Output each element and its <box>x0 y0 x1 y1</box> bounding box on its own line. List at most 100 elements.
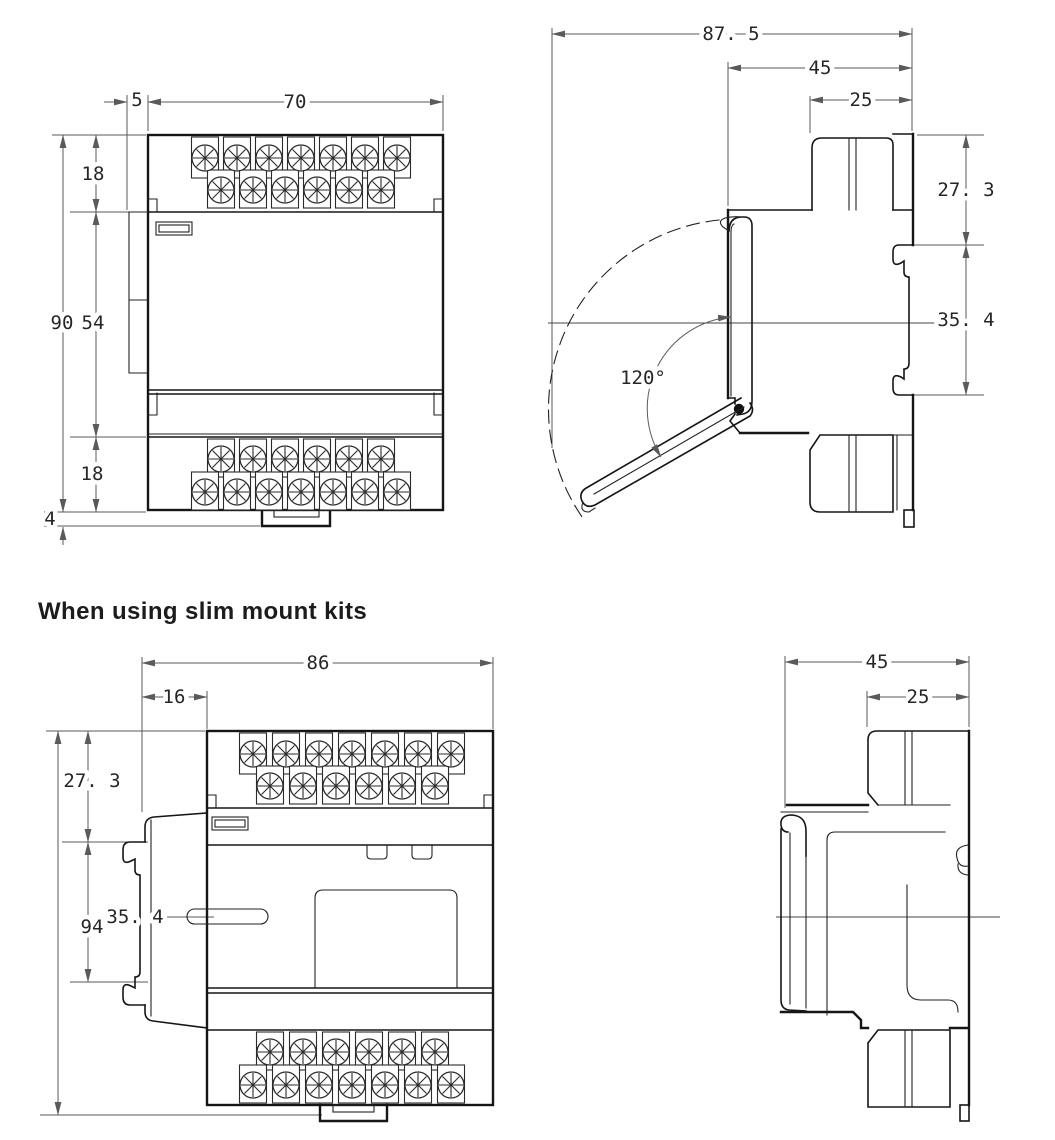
terminal-screw-icon <box>319 144 347 172</box>
terminal-section-lines <box>147 211 444 438</box>
dim-body-height-label: 90 <box>51 312 74 334</box>
terminal-screw-icon <box>335 176 363 204</box>
dim-overall-height-label: 94 <box>81 916 104 938</box>
terminal-screw-icon <box>367 445 395 473</box>
terminal-screw-icon <box>355 1038 383 1066</box>
terminal-screw-icon <box>256 1038 284 1066</box>
front-view-drawing: 5 70 18 90 54 18 4 <box>40 85 445 545</box>
dim-terminal-depth-label: 25 <box>850 89 873 111</box>
terminal-screw-icon <box>272 1071 300 1099</box>
dim-bottom-terminal-label: 18 <box>81 463 104 485</box>
dim-body-depth-label: 45 <box>809 57 832 79</box>
terminal-screw-icon <box>355 772 383 800</box>
terminal-screw-icon <box>371 740 399 768</box>
dim-rail-section-label: 35. 4 <box>106 906 163 928</box>
side-body-outline <box>779 729 971 1107</box>
terminal-screw-icon <box>305 740 333 768</box>
rear-foot <box>959 1104 970 1122</box>
terminal-screw-icon <box>239 740 267 768</box>
terminal-screw-icon <box>388 772 416 800</box>
terminal-screw-icon <box>371 1071 399 1099</box>
terminal-screw-icon <box>223 144 251 172</box>
dim-top-section-label: 27. 3 <box>63 770 120 792</box>
side-body-outline <box>726 132 915 512</box>
dim-top-terminal-label: 18 <box>82 163 105 185</box>
bottom-terminal-block-side <box>809 434 914 513</box>
terminal-screw-icon <box>335 445 363 473</box>
dim-overall-depth-label: 87. 5 <box>702 23 759 45</box>
label-window <box>211 816 249 831</box>
terminal-screw-icon <box>421 772 449 800</box>
terminal-screw-icon <box>271 445 299 473</box>
terminal-screw-icon <box>255 144 283 172</box>
dim-bracket-label: 16 <box>163 686 186 708</box>
dim-body-center-label: 54 <box>82 312 105 334</box>
din-rail-tab <box>318 1103 389 1123</box>
terminal-screw-icon <box>272 740 300 768</box>
din-release-lever <box>186 908 269 925</box>
dim-body-depth-label: 45 <box>866 651 889 673</box>
dim-rail-section-label: 35. 4 <box>937 309 994 331</box>
terminal-screw-icon <box>289 772 317 800</box>
terminal-screw-icon <box>271 176 299 204</box>
terminal-screw-icon <box>305 1071 333 1099</box>
din-rail-tab <box>260 508 332 528</box>
terminal-screw-icon <box>287 144 315 172</box>
terminal-screw-icon <box>239 445 267 473</box>
terminal-screw-icon <box>437 1071 465 1099</box>
terminal-screw-icon <box>207 445 235 473</box>
terminal-cover-open <box>580 396 754 513</box>
terminal-screw-icon <box>322 1038 350 1066</box>
dim-rail-tab-label: 4 <box>44 508 55 530</box>
terminal-screw-icon <box>239 1071 267 1099</box>
body-recess <box>314 889 458 989</box>
rear-foot <box>903 509 915 528</box>
terminal-screw-icon <box>421 1038 449 1066</box>
dim-terminal-depth-label: 25 <box>907 686 930 708</box>
dim-cover-angle-label: 120° <box>620 367 666 389</box>
section-heading: When using slim mount kits <box>38 598 368 625</box>
terminal-cover-closed <box>719 216 753 416</box>
terminal-screw-icon <box>207 176 235 204</box>
terminal-screw-icon <box>404 1071 432 1099</box>
terminal-screw-icon <box>319 478 347 506</box>
terminal-screw-icon <box>239 176 267 204</box>
angle-arc <box>646 314 732 458</box>
terminal-screw-icon <box>437 740 465 768</box>
slim-side-view-drawing: 45 25 <box>776 647 1000 1122</box>
top-terminal-block-side <box>867 730 969 807</box>
slim-mount-bracket-side <box>780 814 807 1012</box>
terminal-screw-icon <box>303 176 331 204</box>
terminal-screw-icon <box>289 1038 317 1066</box>
snap-hooks <box>366 844 433 860</box>
terminal-screw-icon <box>256 772 284 800</box>
cover-swing-arc <box>548 219 720 522</box>
dim-width-label: 70 <box>284 91 307 113</box>
slim-front-view-drawing: 86 16 27. 3 94 35. 4 <box>40 648 495 1123</box>
terminal-strip <box>190 136 412 209</box>
label-window <box>155 221 193 236</box>
terminal-screw-icon <box>255 478 283 506</box>
dim-overall-width-label: 86 <box>307 652 330 674</box>
terminal-screw-icon <box>223 478 251 506</box>
terminal-screw-icon <box>287 478 315 506</box>
terminal-screw-icon <box>303 445 331 473</box>
dim-side-tab-label: 5 <box>131 89 142 111</box>
terminal-screw-icon <box>383 478 411 506</box>
terminal-screw-icon <box>351 144 379 172</box>
side-tab <box>128 211 149 374</box>
terminal-strip <box>190 438 412 511</box>
dim-top-section-label: 27. 3 <box>937 179 994 201</box>
bottom-terminal-block-side <box>866 1029 951 1108</box>
terminal-screw-icon <box>383 144 411 172</box>
terminal-screw-icon <box>191 144 219 172</box>
terminal-screw-icon <box>338 1071 366 1099</box>
terminal-screw-icon <box>191 478 219 506</box>
din-rail-channel <box>892 244 914 396</box>
terminal-strip <box>238 1031 466 1104</box>
side-view-drawing: 87. 5 45 25 27. 3 35. 4 120° <box>548 19 999 528</box>
terminal-screw-icon <box>338 740 366 768</box>
terminal-screw-icon <box>351 478 379 506</box>
